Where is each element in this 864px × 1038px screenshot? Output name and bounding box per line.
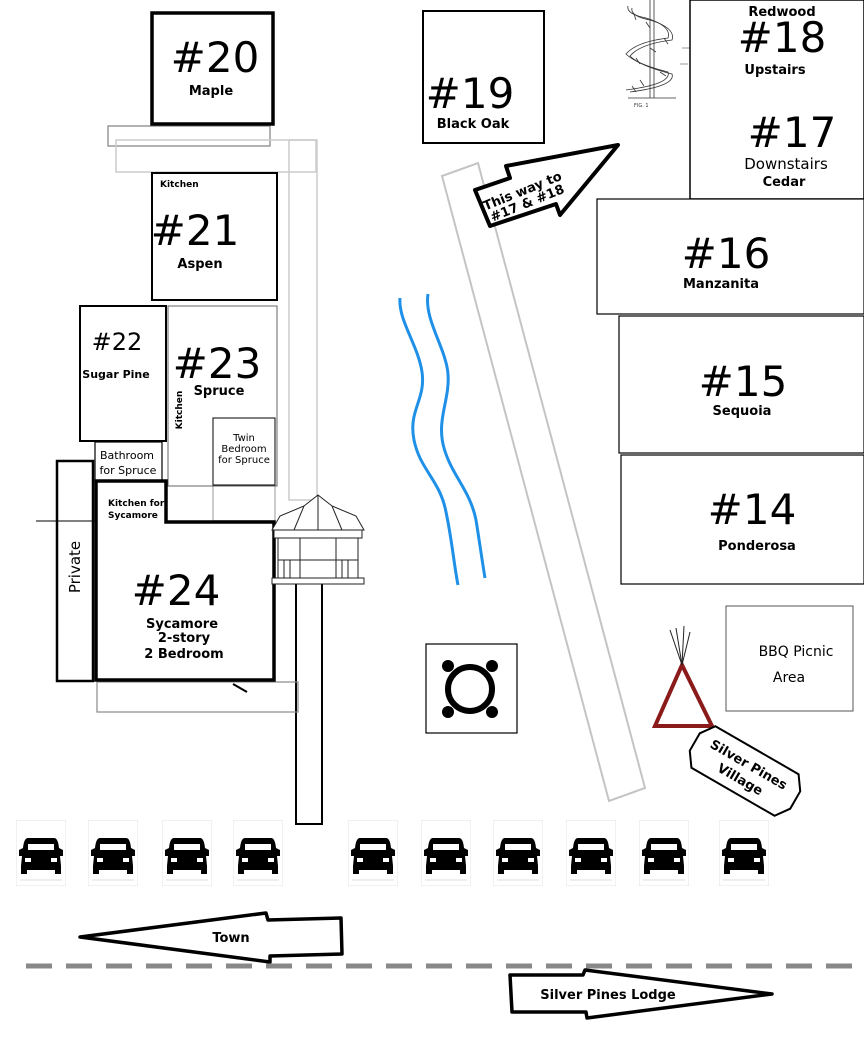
car-icon <box>639 820 689 886</box>
gazebo-icon[interactable] <box>271 494 365 585</box>
cabin-18-17[interactable]: Redwood #18 Upstairs #17 Downstairs Ceda… <box>689 0 864 200</box>
walkway-vertical <box>288 139 318 501</box>
walkway-kitchen <box>115 139 317 173</box>
village-sign: Silver Pines Village <box>688 725 802 817</box>
twin-line3: for Spruce <box>218 455 270 466</box>
private-label: Private <box>66 541 84 593</box>
twin-bedroom-spruce[interactable]: Twin Bedroom for Spruce <box>212 417 276 486</box>
private-area: Private <box>36 459 97 683</box>
car-icon <box>493 820 543 886</box>
lodge-label: Silver Pines Lodge <box>540 988 676 1003</box>
cabin-14[interactable]: #14 Ponderosa <box>620 454 864 585</box>
lodge-arrow[interactable]: Silver Pines Lodge <box>508 968 774 1020</box>
bathroom-spruce[interactable]: Bathroom for Spruce <box>94 441 163 483</box>
cabin-21-name: Aspen <box>177 257 222 272</box>
cabin-23-name: Spruce <box>194 384 245 399</box>
car-icon <box>566 820 616 886</box>
cabin-21-number: #21 <box>151 206 240 255</box>
cabin-16-name: Manzanita <box>683 277 759 292</box>
bbq-line1: BBQ Picnic <box>759 644 834 660</box>
tipi-icon <box>651 625 716 728</box>
cabin-16-number: #16 <box>682 229 771 278</box>
walkway-twin <box>212 484 276 522</box>
cabin-22-number: #22 <box>92 328 143 356</box>
cabin-16[interactable]: #16 Manzanita <box>596 198 864 315</box>
diagonal-path <box>440 161 647 803</box>
town-label: Town <box>212 931 249 946</box>
car-icon <box>719 820 769 886</box>
spiral-staircase-icon: FIG. 1 <box>625 0 690 109</box>
car-icon <box>348 820 398 886</box>
cabin-15-number: #15 <box>699 357 788 406</box>
cabin-14-name: Ponderosa <box>718 539 796 554</box>
cabin-18-name: Upstairs <box>744 63 805 78</box>
figure-caption: FIG. 1 <box>634 103 649 109</box>
cabin-22-name: Sugar Pine <box>82 368 149 381</box>
main-walkway <box>295 579 323 825</box>
cabin-18-top-label: Redwood <box>748 5 815 20</box>
cabin-23-kitchen: Kitchen <box>175 391 185 430</box>
cabin-21[interactable]: Kitchen #21 Aspen <box>151 172 278 301</box>
car-icon <box>88 820 138 886</box>
car-icon <box>162 820 212 886</box>
cabin-18-number: #18 <box>738 13 827 62</box>
bath-line2: for Spruce <box>100 464 157 477</box>
car-icon <box>421 820 471 886</box>
twin-line1: Twin <box>232 433 255 444</box>
parking-row <box>16 820 769 886</box>
cabin-19-name: Black Oak <box>437 117 510 132</box>
bbq-picnic-area[interactable]: BBQ Picnic Area <box>725 605 854 712</box>
cabin-15-name: Sequoia <box>713 404 772 419</box>
cabin-22[interactable]: #22 Sugar Pine <box>79 305 167 442</box>
cabin-24-name: Sycamore <box>146 617 218 632</box>
bath-line1: Bathroom <box>100 449 154 462</box>
town-arrow[interactable]: Town <box>78 911 344 964</box>
cabin-17-name: Downstairs <box>744 155 828 173</box>
car-icon <box>16 820 66 886</box>
cabin-20-name: Maple <box>189 84 233 99</box>
fire-pit-icon[interactable] <box>425 643 518 734</box>
twin-line2: Bedroom <box>221 444 266 455</box>
bbq-line2: Area <box>773 670 805 686</box>
cabin-24[interactable]: Kitchen for Sycamore #24 Sycamore 2-stor… <box>94 479 276 693</box>
cabin-24-line3: 2 Bedroom <box>144 647 223 662</box>
cabin-17-sub: Cedar <box>763 175 806 190</box>
cabin-19-number: #19 <box>426 69 515 118</box>
stream <box>398 293 487 586</box>
walkway-top <box>107 125 271 147</box>
cabin-24-line2: 2-story <box>158 631 211 646</box>
cabin-20-number: #20 <box>171 33 260 82</box>
cabin-20[interactable]: #20 Maple <box>150 11 275 126</box>
kitchen-syc-line2: Sycamore <box>108 511 158 521</box>
cabin-17-number: #17 <box>748 108 837 157</box>
cabin-14-number: #14 <box>708 485 797 534</box>
kitchen-syc-line1: Kitchen for <box>108 499 165 509</box>
car-icon <box>233 820 283 886</box>
cabin-19[interactable]: #19 Black Oak <box>422 10 545 144</box>
cabin-23-number: #23 <box>173 339 262 388</box>
walkway-sycamore <box>96 681 299 713</box>
cabin-21-kitchen: Kitchen <box>160 180 199 190</box>
cabin-15[interactable]: #15 Sequoia <box>618 315 864 454</box>
cabin-24-number: #24 <box>132 566 221 615</box>
